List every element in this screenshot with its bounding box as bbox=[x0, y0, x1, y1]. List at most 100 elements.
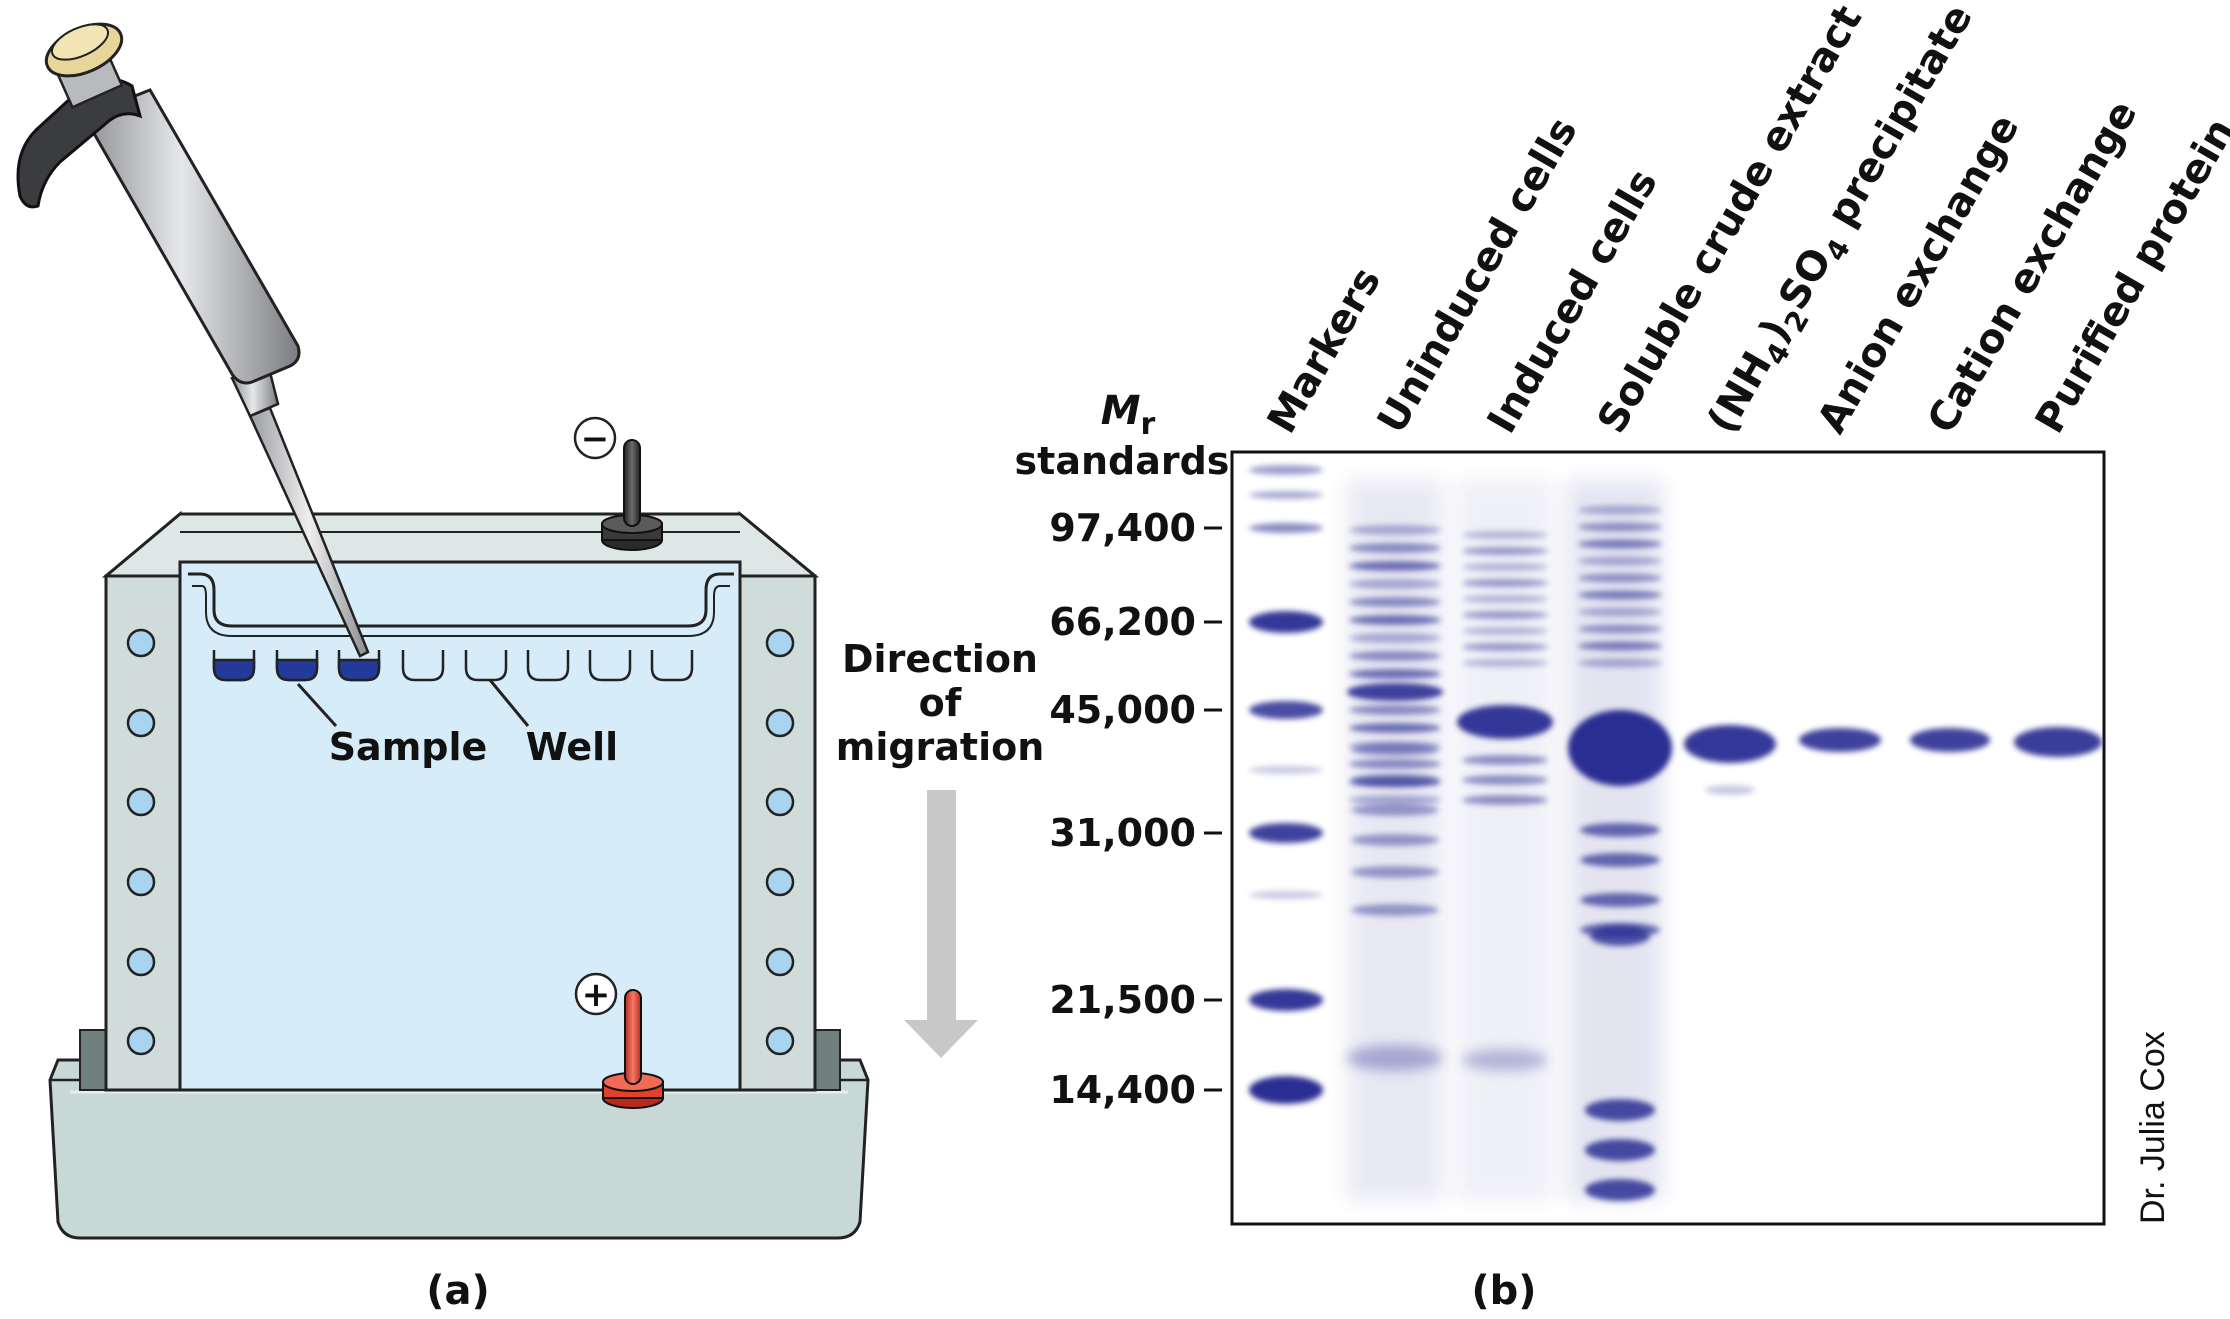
induced-band-6 bbox=[1462, 627, 1548, 635]
uninduced-lower-1 bbox=[1351, 774, 1439, 786]
gel-bands bbox=[1249, 465, 2102, 1201]
pipette bbox=[16, 22, 370, 658]
ammonium-sulfate-minor bbox=[1705, 785, 1755, 795]
uninduced-band-10 bbox=[1349, 705, 1441, 715]
induced-lower-1 bbox=[1462, 775, 1548, 785]
uninduced-band-3 bbox=[1349, 579, 1441, 589]
standards-label: standards bbox=[1015, 439, 1230, 483]
frame-holes bbox=[126, 628, 795, 1056]
wells bbox=[401, 650, 694, 682]
caption-a: (a) bbox=[426, 1268, 490, 1314]
crude-band-5 bbox=[1578, 590, 1662, 600]
uninduced-lower-3 bbox=[1351, 834, 1439, 846]
induced-band-0 bbox=[1462, 531, 1548, 539]
uninduced-band-1 bbox=[1349, 543, 1441, 553]
induced-band-2 bbox=[1462, 563, 1548, 571]
uninduced-band-5 bbox=[1349, 615, 1441, 625]
crude-band-2 bbox=[1578, 539, 1662, 549]
marker-band-9 bbox=[1249, 1076, 1323, 1104]
marker-band-6 bbox=[1249, 823, 1323, 843]
marker-band-2 bbox=[1249, 523, 1323, 533]
marker-band-3 bbox=[1249, 611, 1323, 633]
label-well: Well bbox=[526, 725, 618, 769]
marker-band-1 bbox=[1249, 491, 1323, 499]
uninduced-band-low bbox=[1347, 1045, 1443, 1071]
induced-band-main bbox=[1457, 705, 1553, 739]
cation-exchange-band bbox=[1910, 728, 1990, 752]
induced-band-1 bbox=[1462, 547, 1548, 555]
crude-band-7 bbox=[1578, 624, 1662, 634]
mw-label-4: 21,500 bbox=[1049, 978, 1196, 1022]
lane-label-7: Purified protein bbox=[2027, 111, 2230, 441]
crude-bottom-2 bbox=[1585, 1179, 1655, 1201]
sds-gel-panel: Mr standards 97,40066,20045,00031,00021,… bbox=[1015, 0, 2230, 1226]
anion-exchange-band bbox=[1799, 728, 1881, 752]
crude-band-main bbox=[1568, 710, 1672, 786]
migration-direction: Direction of migration bbox=[836, 637, 1045, 1058]
crude-lower-0 bbox=[1580, 823, 1660, 837]
induced-lower-0 bbox=[1462, 755, 1548, 765]
crude-band-mid bbox=[1590, 926, 1650, 946]
crude-band-4 bbox=[1578, 573, 1662, 583]
positive-sign-icon bbox=[574, 972, 618, 1016]
negative-electrode bbox=[601, 439, 663, 551]
lane-smear-2 bbox=[1567, 480, 1663, 1200]
induced-band-4 bbox=[1462, 595, 1548, 603]
crude-band-3 bbox=[1578, 556, 1662, 566]
mw-label-5: 14,400 bbox=[1049, 1068, 1196, 1112]
marker-band-7 bbox=[1249, 891, 1323, 899]
crude-band-0 bbox=[1578, 505, 1662, 515]
uninduced-lower-0 bbox=[1351, 744, 1439, 756]
direction-line-3: migration bbox=[836, 725, 1045, 769]
photo-credit: Dr. Julia Cox bbox=[2134, 1031, 2172, 1224]
uninduced-band-6 bbox=[1349, 633, 1441, 643]
induced-lower-2 bbox=[1462, 795, 1548, 805]
uninduced-band-13 bbox=[1349, 759, 1441, 769]
mw-label-0: 97,400 bbox=[1049, 506, 1196, 550]
uninduced-band-7 bbox=[1349, 651, 1441, 661]
lane-label-5: Anion exchange bbox=[1809, 107, 2029, 441]
uninduced-band-2 bbox=[1349, 561, 1441, 571]
crude-band-9 bbox=[1578, 658, 1662, 668]
electrophoresis-apparatus: − + Sample Well bbox=[16, 22, 870, 1240]
crude-lower-1 bbox=[1580, 853, 1660, 867]
induced-band-low bbox=[1462, 1049, 1548, 1071]
marker-band-4 bbox=[1249, 701, 1323, 719]
uninduced-lower-4 bbox=[1351, 866, 1439, 878]
marker-band-8 bbox=[1249, 989, 1323, 1011]
uninduced-band-11 bbox=[1349, 723, 1441, 733]
uninduced-band-main bbox=[1347, 683, 1443, 701]
crude-band-6 bbox=[1578, 607, 1662, 617]
mw-label-1: 66,200 bbox=[1049, 600, 1196, 644]
uninduced-lower-2 bbox=[1351, 804, 1439, 816]
lane-label-6: Cation exchange bbox=[1919, 93, 2147, 441]
crude-band-1 bbox=[1578, 522, 1662, 532]
uninduced-band-0 bbox=[1349, 525, 1441, 535]
uninduced-lower-5 bbox=[1351, 904, 1439, 916]
induced-band-7 bbox=[1462, 643, 1548, 651]
induced-band-8 bbox=[1462, 659, 1548, 667]
marker-band-0 bbox=[1249, 465, 1323, 475]
positive-electrode bbox=[602, 989, 664, 1109]
mw-label-3: 31,000 bbox=[1049, 811, 1196, 855]
ammonium-sulfate-band bbox=[1684, 725, 1776, 763]
crude-band-8 bbox=[1578, 641, 1662, 651]
crude-lower-2 bbox=[1580, 893, 1660, 907]
gel-buffer bbox=[178, 560, 742, 1092]
down-arrow-icon bbox=[904, 790, 978, 1058]
induced-band-3 bbox=[1462, 579, 1548, 587]
sample-wells bbox=[212, 650, 381, 682]
negative-sign: − bbox=[581, 419, 610, 459]
label-sample: Sample bbox=[329, 725, 488, 769]
negative-sign-icon bbox=[573, 416, 617, 460]
uninduced-band-4 bbox=[1349, 597, 1441, 607]
crude-bottom-0 bbox=[1585, 1099, 1655, 1121]
positive-sign: + bbox=[582, 975, 611, 1015]
apparatus-tray bbox=[48, 1058, 870, 1240]
uninduced-band-8 bbox=[1349, 669, 1441, 679]
caption-b: (b) bbox=[1471, 1268, 1536, 1314]
marker-band-5 bbox=[1249, 766, 1323, 774]
